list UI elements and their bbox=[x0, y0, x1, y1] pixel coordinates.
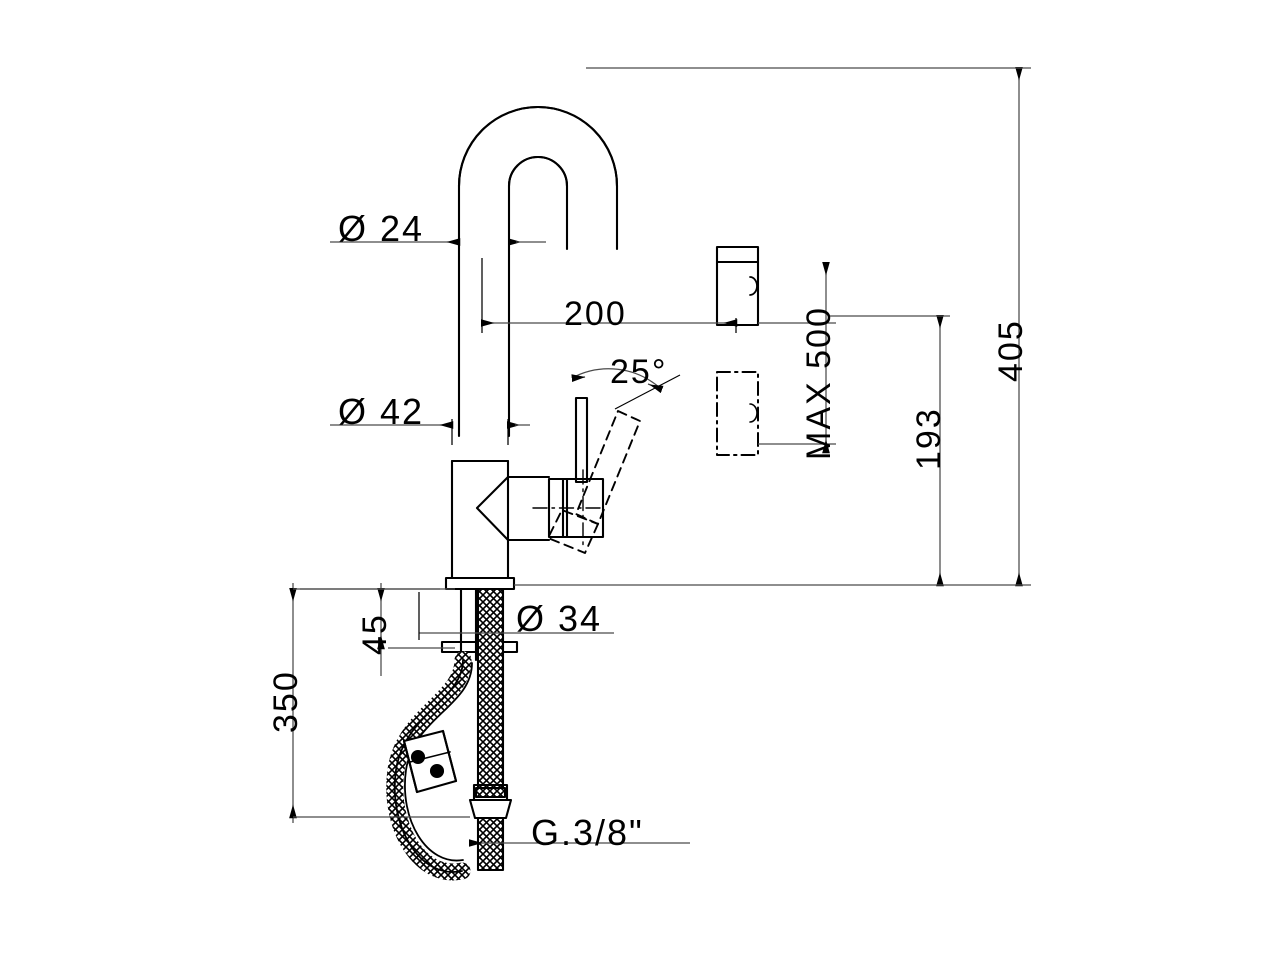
faucet-outline bbox=[386, 105, 760, 881]
dim-193-line bbox=[828, 314, 950, 587]
dim-label-200: 200 bbox=[564, 295, 627, 333]
lever-handle-tilted bbox=[547, 410, 641, 554]
dim-label-max500: MAX 500 bbox=[800, 306, 838, 460]
dim-200-line bbox=[480, 258, 738, 333]
dim-dia24-line bbox=[330, 230, 546, 250]
pull-down-hose bbox=[386, 651, 473, 881]
dim-max500-line bbox=[758, 261, 836, 454]
dim-label-45: 45 bbox=[356, 613, 394, 655]
hex-fitting bbox=[468, 783, 513, 872]
lever-handle bbox=[574, 396, 589, 484]
spray-head-phantom bbox=[716, 371, 759, 456]
escutcheon bbox=[444, 576, 516, 591]
dim-label-dia34: Ø 34 bbox=[516, 598, 603, 639]
spout-arc bbox=[457, 105, 619, 438]
dim-25deg-line bbox=[571, 368, 681, 410]
handle-axis bbox=[532, 469, 601, 546]
dim-dia34-line bbox=[418, 592, 614, 640]
dimension-lines bbox=[289, 66, 1031, 847]
dim-label-350: 350 bbox=[267, 670, 305, 733]
braided-hose bbox=[476, 587, 505, 790]
dim-label-dia24: Ø 24 bbox=[338, 208, 425, 249]
dim-dia42-line bbox=[330, 419, 530, 445]
column-body bbox=[450, 459, 551, 580]
dim-label-dia42: Ø 42 bbox=[338, 391, 425, 432]
dim-label-25deg: 25° bbox=[610, 353, 668, 391]
shank bbox=[459, 587, 478, 662]
counterweight bbox=[402, 729, 458, 794]
dim-label-405: 405 bbox=[992, 319, 1030, 382]
dim-350-line bbox=[289, 583, 470, 823]
spray-head bbox=[715, 245, 760, 327]
dim-405-line bbox=[514, 66, 1031, 587]
dim-label-thread: G.3/8" bbox=[531, 812, 644, 853]
dim-label-193: 193 bbox=[910, 407, 948, 470]
